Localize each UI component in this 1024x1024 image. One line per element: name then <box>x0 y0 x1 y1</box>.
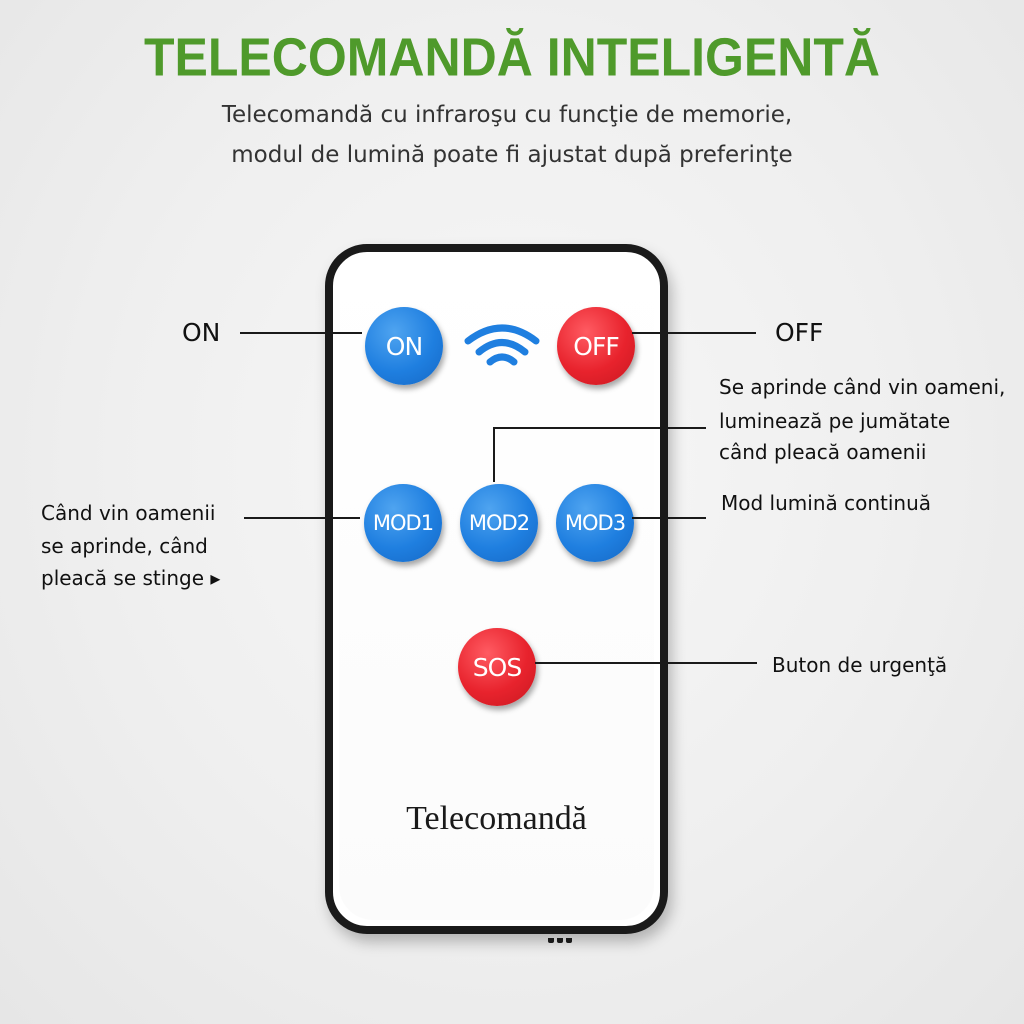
callout-mod2-line-3: când pleacă oamenii <box>719 440 927 464</box>
callout-mod3-label: Mod lumină continuă <box>721 491 932 515</box>
remote-brand-label: Telecomandă <box>406 800 587 837</box>
callout-mod2-line-2: luminează pe jumătate <box>719 409 951 433</box>
callout-line-mod2-horizontal <box>493 427 706 429</box>
callout-line-mod1 <box>244 517 360 519</box>
callout-off-label: OFF <box>775 318 824 347</box>
callout-line-mod2-vertical <box>493 428 495 482</box>
mod2-button[interactable]: MOD2 <box>460 484 538 562</box>
callout-mod2-line-1: Se aprinde când vin oameni, <box>719 375 1006 399</box>
callout-sos-label: Buton de urgenţă <box>772 653 948 677</box>
off-button[interactable]: OFF <box>557 307 635 385</box>
callout-line-mod3 <box>632 517 706 519</box>
callout-mod1-line-3: pleacă se stinge ▸ <box>41 566 221 590</box>
callout-line-sos <box>535 662 757 664</box>
sos-button[interactable]: SOS <box>458 628 536 706</box>
subtitle-line-2: modul de lumină poate fi ajustat după pr… <box>231 142 793 168</box>
on-button[interactable]: ON <box>365 307 443 385</box>
subtitle-line-1: Telecomandă cu infraroşu cu funcţie de m… <box>221 102 793 128</box>
callout-line-off <box>632 332 756 334</box>
callout-mod1-line-1: Când vin oamenii <box>41 501 216 525</box>
page-title: TELECOMANDĂ INTELIGENTĂ <box>143 26 881 88</box>
callout-on-label: ON <box>182 318 221 347</box>
callout-mod1-line-2: se aprinde, când <box>41 534 208 558</box>
wifi-signal-icon <box>464 324 540 366</box>
mod3-button[interactable]: MOD3 <box>556 484 634 562</box>
remote-control: ON OFF MOD1 MOD2 MOD3 SOS Telecomandă <box>325 244 668 934</box>
callout-line-on <box>240 332 362 334</box>
ir-emitter <box>548 930 584 943</box>
mod1-button[interactable]: MOD1 <box>364 484 442 562</box>
